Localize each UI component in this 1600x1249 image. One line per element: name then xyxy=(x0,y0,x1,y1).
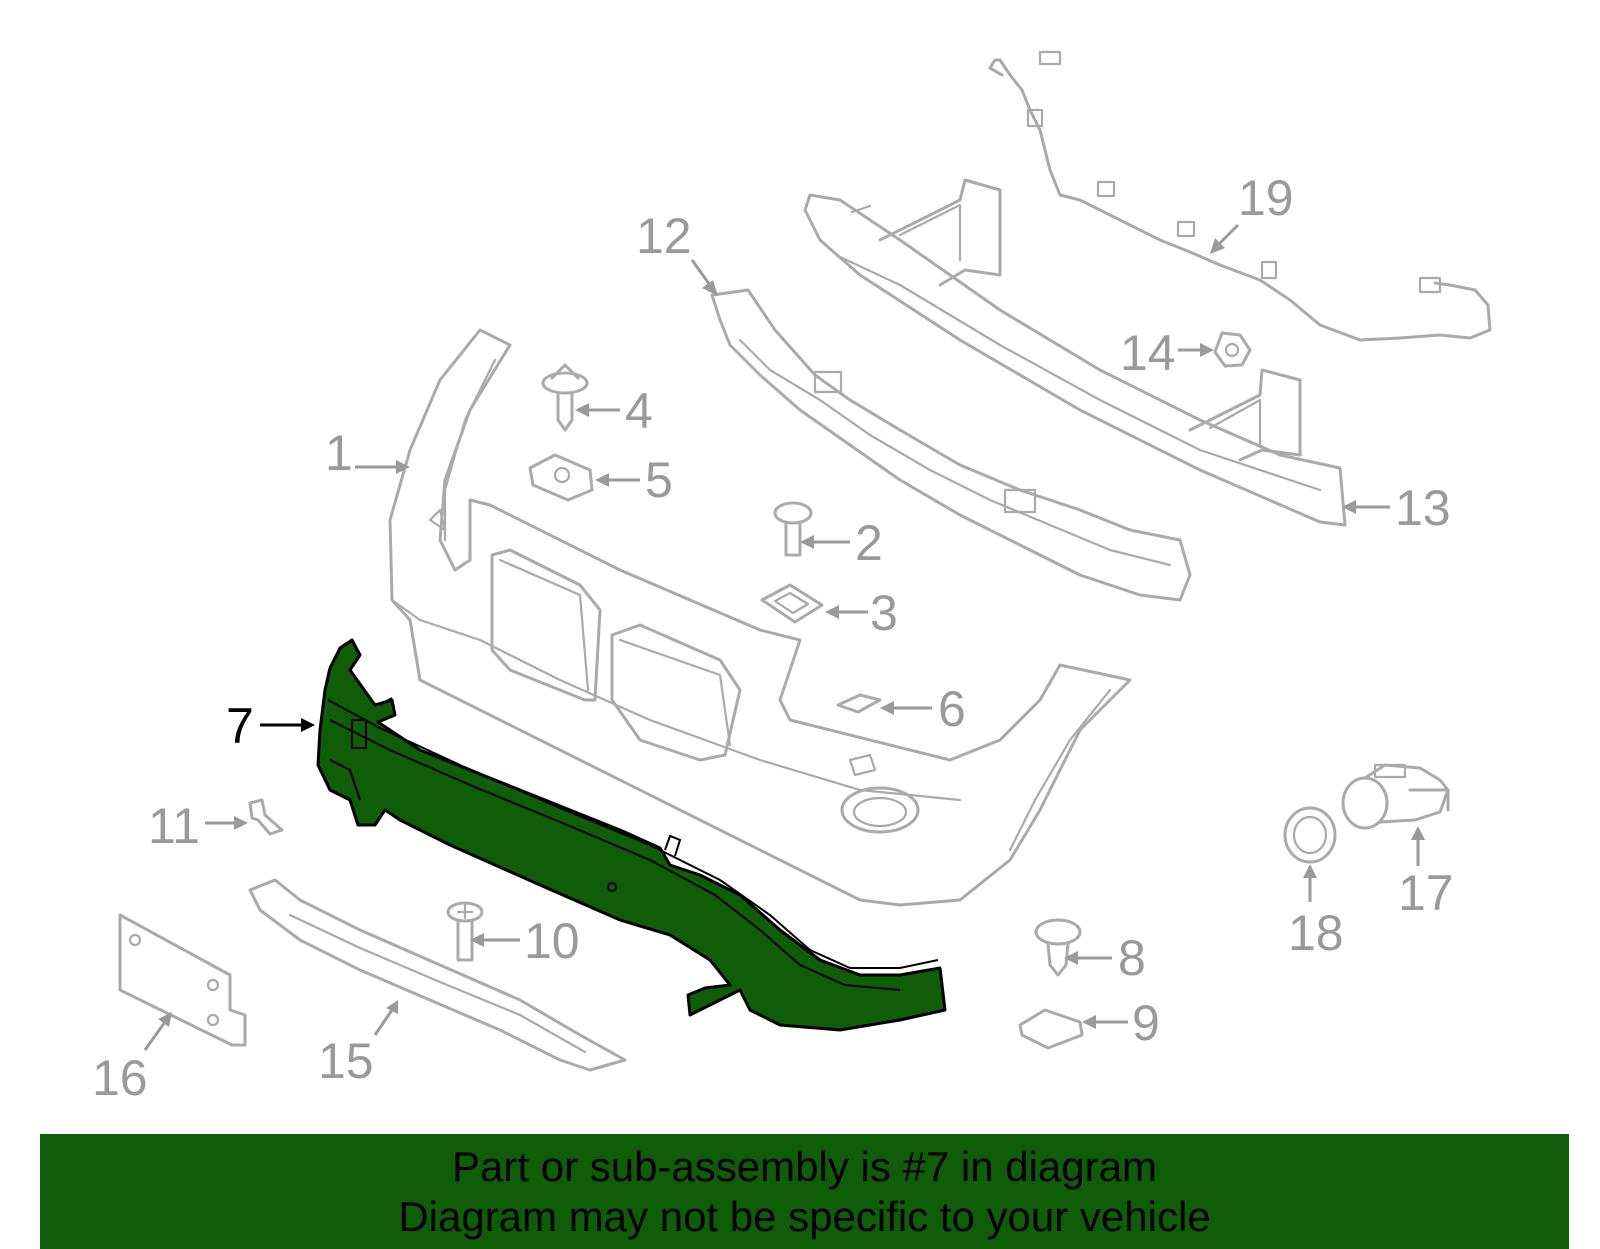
svg-text:10: 10 xyxy=(524,913,580,969)
screw-part-8 xyxy=(1034,918,1082,977)
screw-part-4 xyxy=(541,363,589,432)
callout-10: 10 xyxy=(470,913,580,969)
callout-5: 5 xyxy=(595,452,673,508)
clip-part-9 xyxy=(1018,1008,1084,1050)
banner-line-disclaimer: Diagram may not be specific to your vehi… xyxy=(398,1193,1211,1240)
svg-text:6: 6 xyxy=(938,681,966,737)
svg-text:3: 3 xyxy=(870,585,898,641)
pad-part-3 xyxy=(760,583,824,624)
svg-text:5: 5 xyxy=(645,452,673,508)
callout-8: 8 xyxy=(1064,930,1146,986)
callout-17: 17 xyxy=(1398,826,1454,921)
bracket-part-11 xyxy=(248,798,284,836)
callout-2: 2 xyxy=(800,515,883,571)
callout-15: 15 xyxy=(318,1000,398,1089)
svg-text:13: 13 xyxy=(1395,480,1451,536)
reinforcement-beam-part xyxy=(803,178,1347,527)
plate-bracket-part-16 xyxy=(118,913,247,1047)
highlighted-lower-grille-part-7 xyxy=(316,638,947,1032)
grommet-part-18 xyxy=(1283,806,1337,864)
callout-7-highlighted: 7 xyxy=(226,698,315,754)
parking-sensor-part-17 xyxy=(1341,763,1450,830)
trim-strip-part-15 xyxy=(248,878,627,1072)
energy-absorber-part xyxy=(710,288,1192,602)
callout-6: 6 xyxy=(880,681,966,737)
svg-text:19: 19 xyxy=(1238,170,1294,226)
callout-19: 19 xyxy=(1210,170,1294,254)
svg-text:16: 16 xyxy=(92,1050,148,1106)
svg-text:9: 9 xyxy=(1132,995,1160,1051)
svg-text:1: 1 xyxy=(325,425,353,481)
callout-14: 14 xyxy=(1120,325,1214,381)
svg-text:7: 7 xyxy=(226,698,254,754)
banner-line-part-number: Part or sub-assembly is #7 in diagram xyxy=(452,1143,1157,1190)
clip-part-5 xyxy=(528,453,594,502)
cap-part-6 xyxy=(836,693,882,714)
svg-text:2: 2 xyxy=(855,515,883,571)
wiring-harness-part xyxy=(988,50,1492,342)
svg-text:17: 17 xyxy=(1398,865,1454,921)
callout-1: 1 xyxy=(325,425,410,481)
callout-11: 11 xyxy=(148,798,248,854)
nut-part xyxy=(1213,331,1252,368)
callout-4: 4 xyxy=(575,383,653,439)
screw-part-10 xyxy=(446,901,484,962)
svg-text:18: 18 xyxy=(1288,905,1344,961)
screw-part-2 xyxy=(773,501,813,557)
svg-text:15: 15 xyxy=(318,1033,374,1089)
bumper-cover-part xyxy=(388,328,1132,907)
svg-text:12: 12 xyxy=(636,208,692,264)
svg-text:11: 11 xyxy=(148,798,200,854)
callout-9: 9 xyxy=(1082,995,1160,1051)
callout-13: 13 xyxy=(1342,480,1451,536)
info-banner: Part or sub-assembly is #7 in diagram Di… xyxy=(40,1134,1569,1249)
callout-3: 3 xyxy=(825,585,898,641)
callout-16: 16 xyxy=(92,1012,172,1106)
svg-text:8: 8 xyxy=(1118,930,1146,986)
svg-text:4: 4 xyxy=(625,383,653,439)
callout-18: 18 xyxy=(1288,864,1344,961)
callout-12: 12 xyxy=(636,208,718,296)
svg-text:14: 14 xyxy=(1120,325,1176,381)
